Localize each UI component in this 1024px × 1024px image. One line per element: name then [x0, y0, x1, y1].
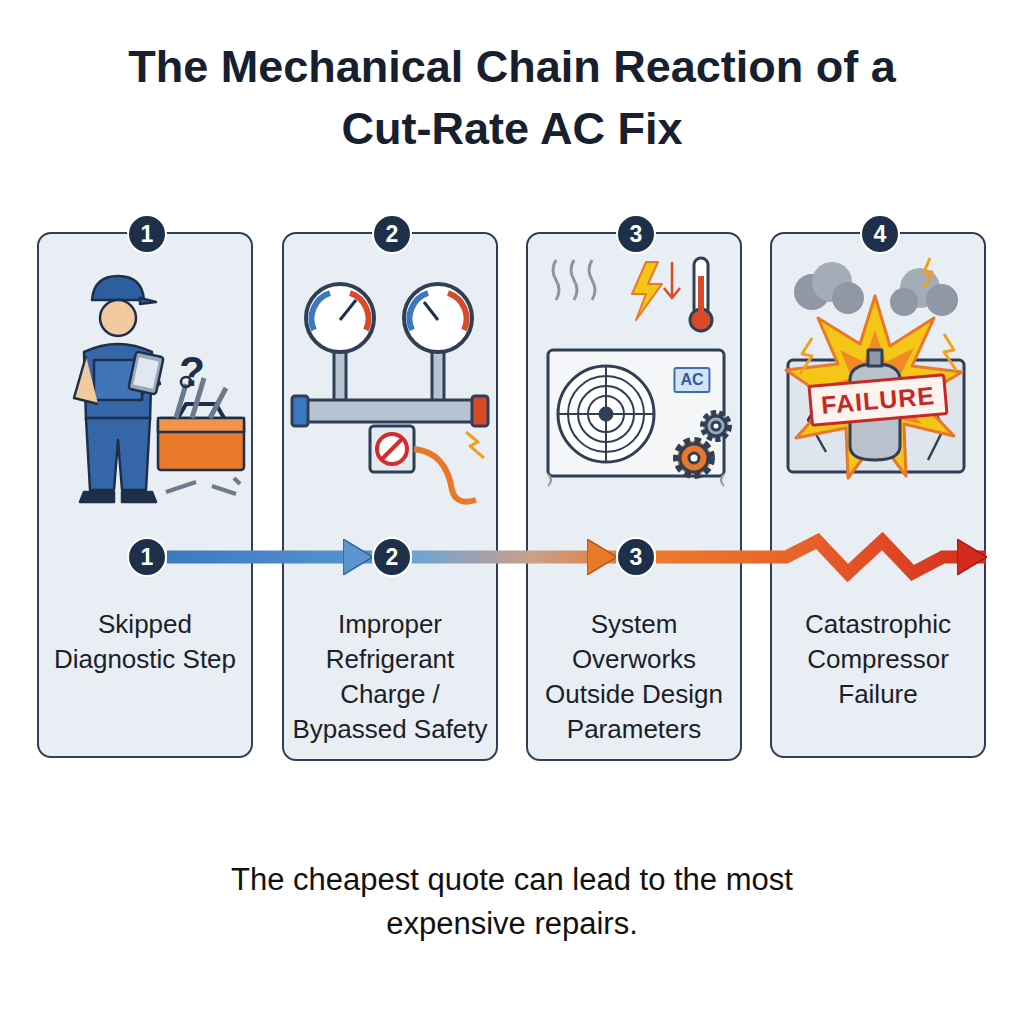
diagram-caption: The cheapest quote can lead to the most …	[200, 858, 824, 946]
chain-arrow	[167, 551, 372, 564]
failure-sign: FAILURE	[807, 373, 948, 427]
step-number-badge: 1	[127, 214, 167, 254]
chain-arrow	[656, 541, 986, 573]
step-label: Skipped Diagnostic Step	[47, 607, 243, 677]
step-label: Improper Refrigerant Charge / Bypassed S…	[292, 607, 488, 747]
step-panel: Skipped Diagnostic Step11	[37, 232, 253, 758]
ac-unit-illustration	[548, 258, 729, 486]
diagram-title: The Mechanical Chain Reaction of a Cut-R…	[117, 36, 907, 160]
callout-number: 1	[141, 223, 154, 246]
step-panel: Improper Refrigerant Charge / Bypassed S…	[282, 232, 498, 761]
callout-number: 4	[874, 223, 887, 246]
symbol-label: ?	[179, 351, 205, 393]
callout-number: 3	[630, 546, 643, 569]
step-number-badge: 2	[372, 537, 412, 577]
unit-badge: AC	[673, 367, 710, 393]
step-panel: System Overworks Outside Design Paramete…	[526, 232, 742, 761]
step-number-badge: 3	[616, 214, 656, 254]
callout-number: 1	[141, 546, 154, 569]
step-label: System Overworks Outside Design Paramete…	[536, 607, 732, 747]
step-label: Catastrophic Compressor Failure	[780, 607, 976, 712]
step-number-badge: 4	[860, 214, 900, 254]
step-number-badge: 1	[127, 537, 167, 577]
toolbox-icon	[158, 377, 244, 494]
step-number-badge: 2	[372, 214, 412, 254]
technician-figure	[74, 276, 164, 502]
connector-group	[167, 541, 986, 573]
chain-arrow	[412, 551, 616, 564]
failure-label: FAILURE	[820, 380, 936, 420]
unit-label: AC	[680, 371, 703, 389]
callout-number: 2	[386, 546, 399, 569]
step-panel: Catastrophic Compressor Failure4FAILURE	[770, 232, 986, 758]
step-number-badge: 3	[616, 537, 656, 577]
failure-illustration	[786, 258, 964, 478]
callout-number: 3	[630, 223, 643, 246]
callout-number: 2	[386, 223, 399, 246]
gauge-manifold	[292, 284, 488, 502]
